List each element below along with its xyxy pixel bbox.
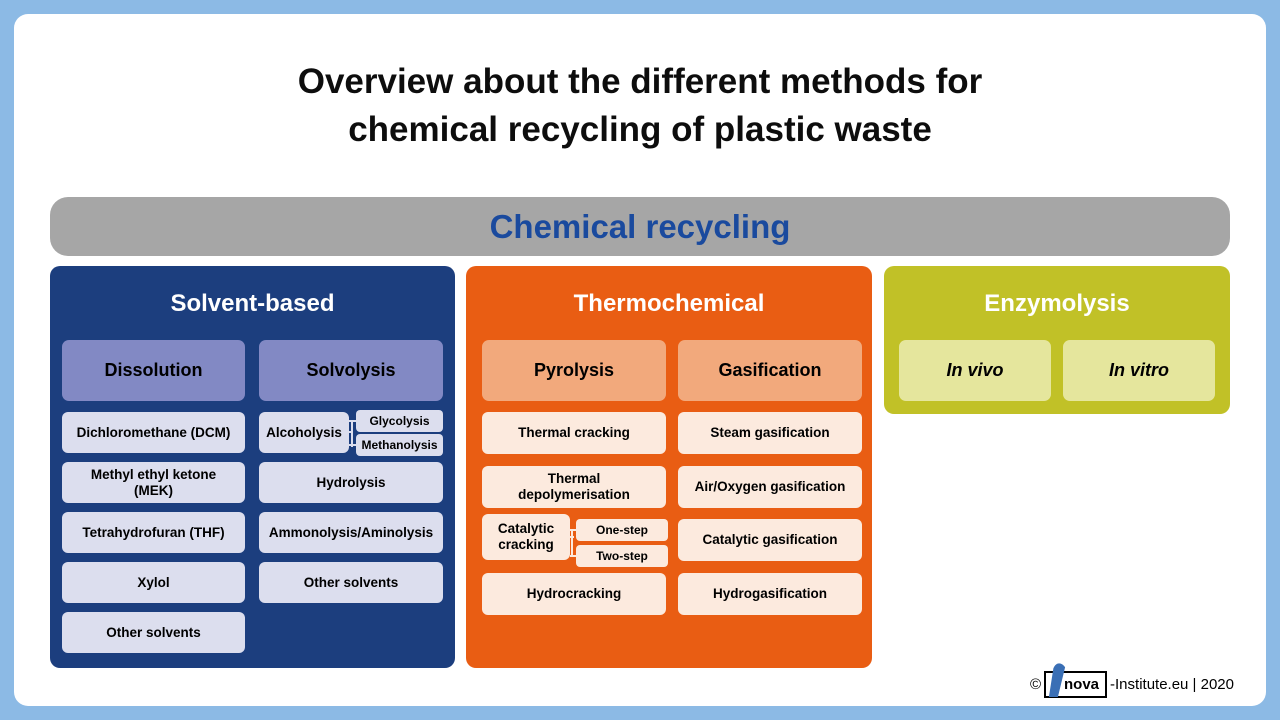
credit-text: -Institute.eu | 2020: [1110, 676, 1234, 693]
connector: [351, 420, 353, 447]
in-vitro-item: In vitro: [1063, 340, 1215, 401]
solvent-panel-title: Solvent-based: [170, 290, 335, 317]
one-step-item: One-step: [576, 519, 668, 541]
solvolysis-header: Solvolysis: [259, 340, 443, 401]
solvolysis-item: Ammonolysis/Aminolysis: [259, 512, 443, 553]
credit-line: © nova -Institute.eu | 2020: [1029, 663, 1234, 698]
gasification-item: Hydrogasification: [678, 573, 862, 615]
alcoholysis-item: Alcoholysis: [259, 412, 349, 453]
nova-logo: nova: [1044, 663, 1108, 698]
gasification-item: Steam gasification: [678, 412, 862, 454]
nova-logo-text: nova: [1064, 676, 1100, 693]
pyrolysis-header: Pyrolysis: [482, 340, 666, 401]
page-title-line2: chemical recycling of plastic waste: [348, 110, 932, 149]
connector: [349, 444, 356, 446]
enzymolysis-panel-title: Enzymolysis: [984, 290, 1130, 317]
chemical-recycling-banner: Chemical recycling: [50, 197, 1230, 256]
gasification-header: Gasification: [678, 340, 862, 401]
connector: [570, 529, 576, 531]
pyrolysis-item: Thermal depolymerisation: [482, 466, 666, 508]
methanolysis-item: Methanolysis: [356, 434, 443, 456]
glycolysis-item: Glycolysis: [356, 410, 443, 432]
two-step-item: Two-step: [576, 545, 668, 567]
dissolution-item: Xylol: [62, 562, 245, 603]
gasification-item: Catalytic gasification: [678, 519, 862, 561]
dissolution-item: Methyl ethyl ketone (MEK): [62, 462, 245, 503]
page-title-line1: Overview about the different methods for: [297, 62, 983, 101]
banner-label: Chemical recycling: [489, 207, 791, 245]
enzymolysis-panel: Enzymolysis In vivo In vitro: [884, 266, 1230, 414]
thermochemical-panel-title: Thermochemical: [573, 290, 765, 317]
thermochemical-panel: Thermochemical Pyrolysis Gasification Th…: [466, 266, 872, 668]
solvolysis-item: Hydrolysis: [259, 462, 443, 503]
solvolysis-item: Other solvents: [259, 562, 443, 603]
in-vivo-item: In vivo: [899, 340, 1051, 401]
solvent-based-panel: Solvent-based Dissolution Solvolysis Dic…: [50, 266, 455, 668]
catalytic-cracking-item: Catalytic cracking: [482, 514, 570, 560]
copyright-symbol: ©: [1029, 676, 1041, 693]
nova-sail-icon: [1048, 663, 1066, 697]
pyrolysis-item: Thermal cracking: [482, 412, 666, 454]
pyrolysis-item: Hydrocracking: [482, 573, 666, 615]
dissolution-item: Other solvents: [62, 612, 245, 653]
connector: [570, 555, 576, 557]
connector: [571, 529, 573, 557]
dissolution-header: Dissolution: [62, 340, 245, 401]
dissolution-item: Tetrahydrofuran (THF): [62, 512, 245, 553]
gasification-item: Air/Oxygen gasification: [678, 466, 862, 508]
page-title: Overview about the different methods for…: [0, 58, 1280, 154]
dissolution-item: Dichloromethane (DCM): [62, 412, 245, 453]
connector: [349, 420, 356, 422]
